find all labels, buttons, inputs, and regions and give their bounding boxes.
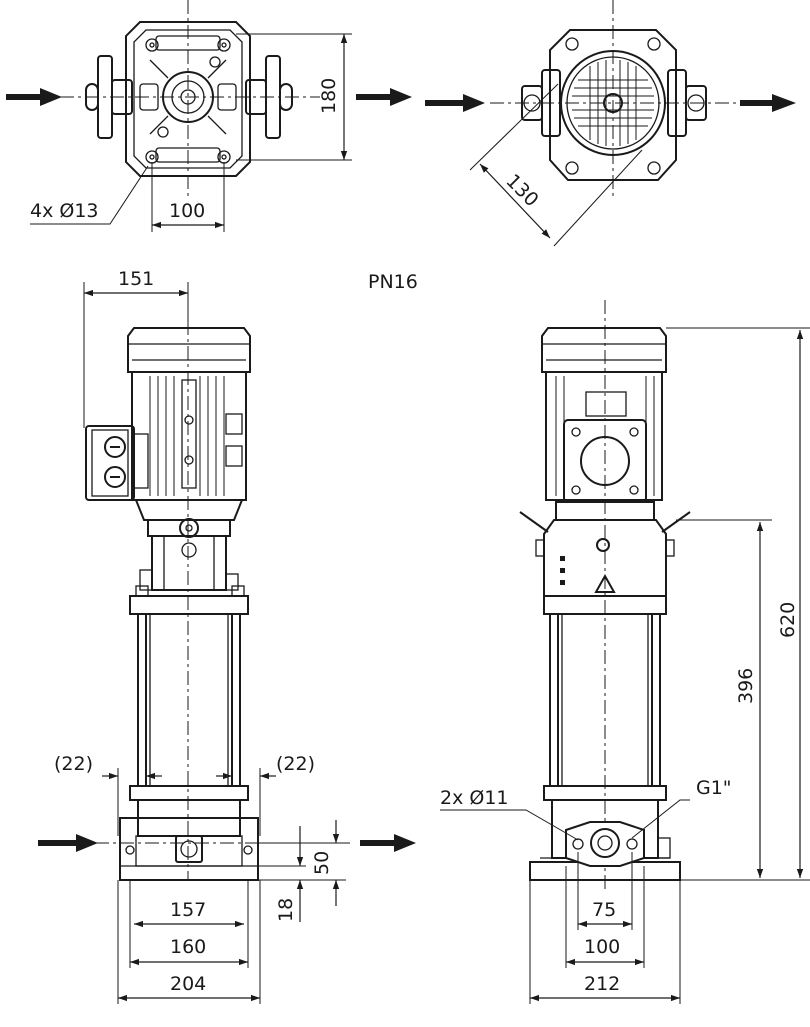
flange-holes-label: 2x Ø11 — [440, 787, 509, 809]
pressure-rating-label: PN16 — [368, 271, 418, 293]
base-width-inner-label: 157 — [170, 899, 206, 921]
pump-height-label: 396 — [735, 668, 757, 704]
outlet-arrow-icon — [740, 94, 796, 112]
inlet-arrow-icon — [6, 88, 62, 106]
base-width-outer-label: 204 — [170, 973, 206, 995]
drain-thread-label: G1" — [696, 777, 732, 799]
base-height-label: 18 — [275, 898, 297, 922]
bolt-holes-label: 4x Ø13 — [30, 200, 99, 222]
top-view-right — [425, 0, 796, 247]
left-offset-label: (22) — [54, 753, 93, 775]
total-height-label: 620 — [777, 602, 799, 638]
inlet-arrow-icon — [425, 94, 485, 112]
inlet-arrow-icon — [38, 834, 98, 852]
motor-offset-label: 151 — [118, 268, 154, 290]
outlet-arrow-icon — [360, 834, 416, 852]
plan-width-label: 100 — [169, 200, 205, 222]
plan-height-label: 180 — [318, 78, 340, 114]
inlet-height-label: 50 — [311, 851, 333, 875]
base-width-label: 212 — [584, 973, 620, 995]
right-offset-label: (22) — [276, 753, 315, 775]
front-view — [440, 300, 810, 1004]
hole-spacing-label: 75 — [592, 899, 616, 921]
top-view-left — [6, 0, 412, 232]
flange-width-label: 100 — [584, 936, 620, 958]
side-view — [38, 282, 416, 1004]
diagonal-dim-label: 130 — [501, 170, 542, 211]
outlet-arrow-icon — [356, 88, 412, 106]
base-width-mid-label: 160 — [170, 936, 206, 958]
fan-grille — [572, 60, 654, 146]
